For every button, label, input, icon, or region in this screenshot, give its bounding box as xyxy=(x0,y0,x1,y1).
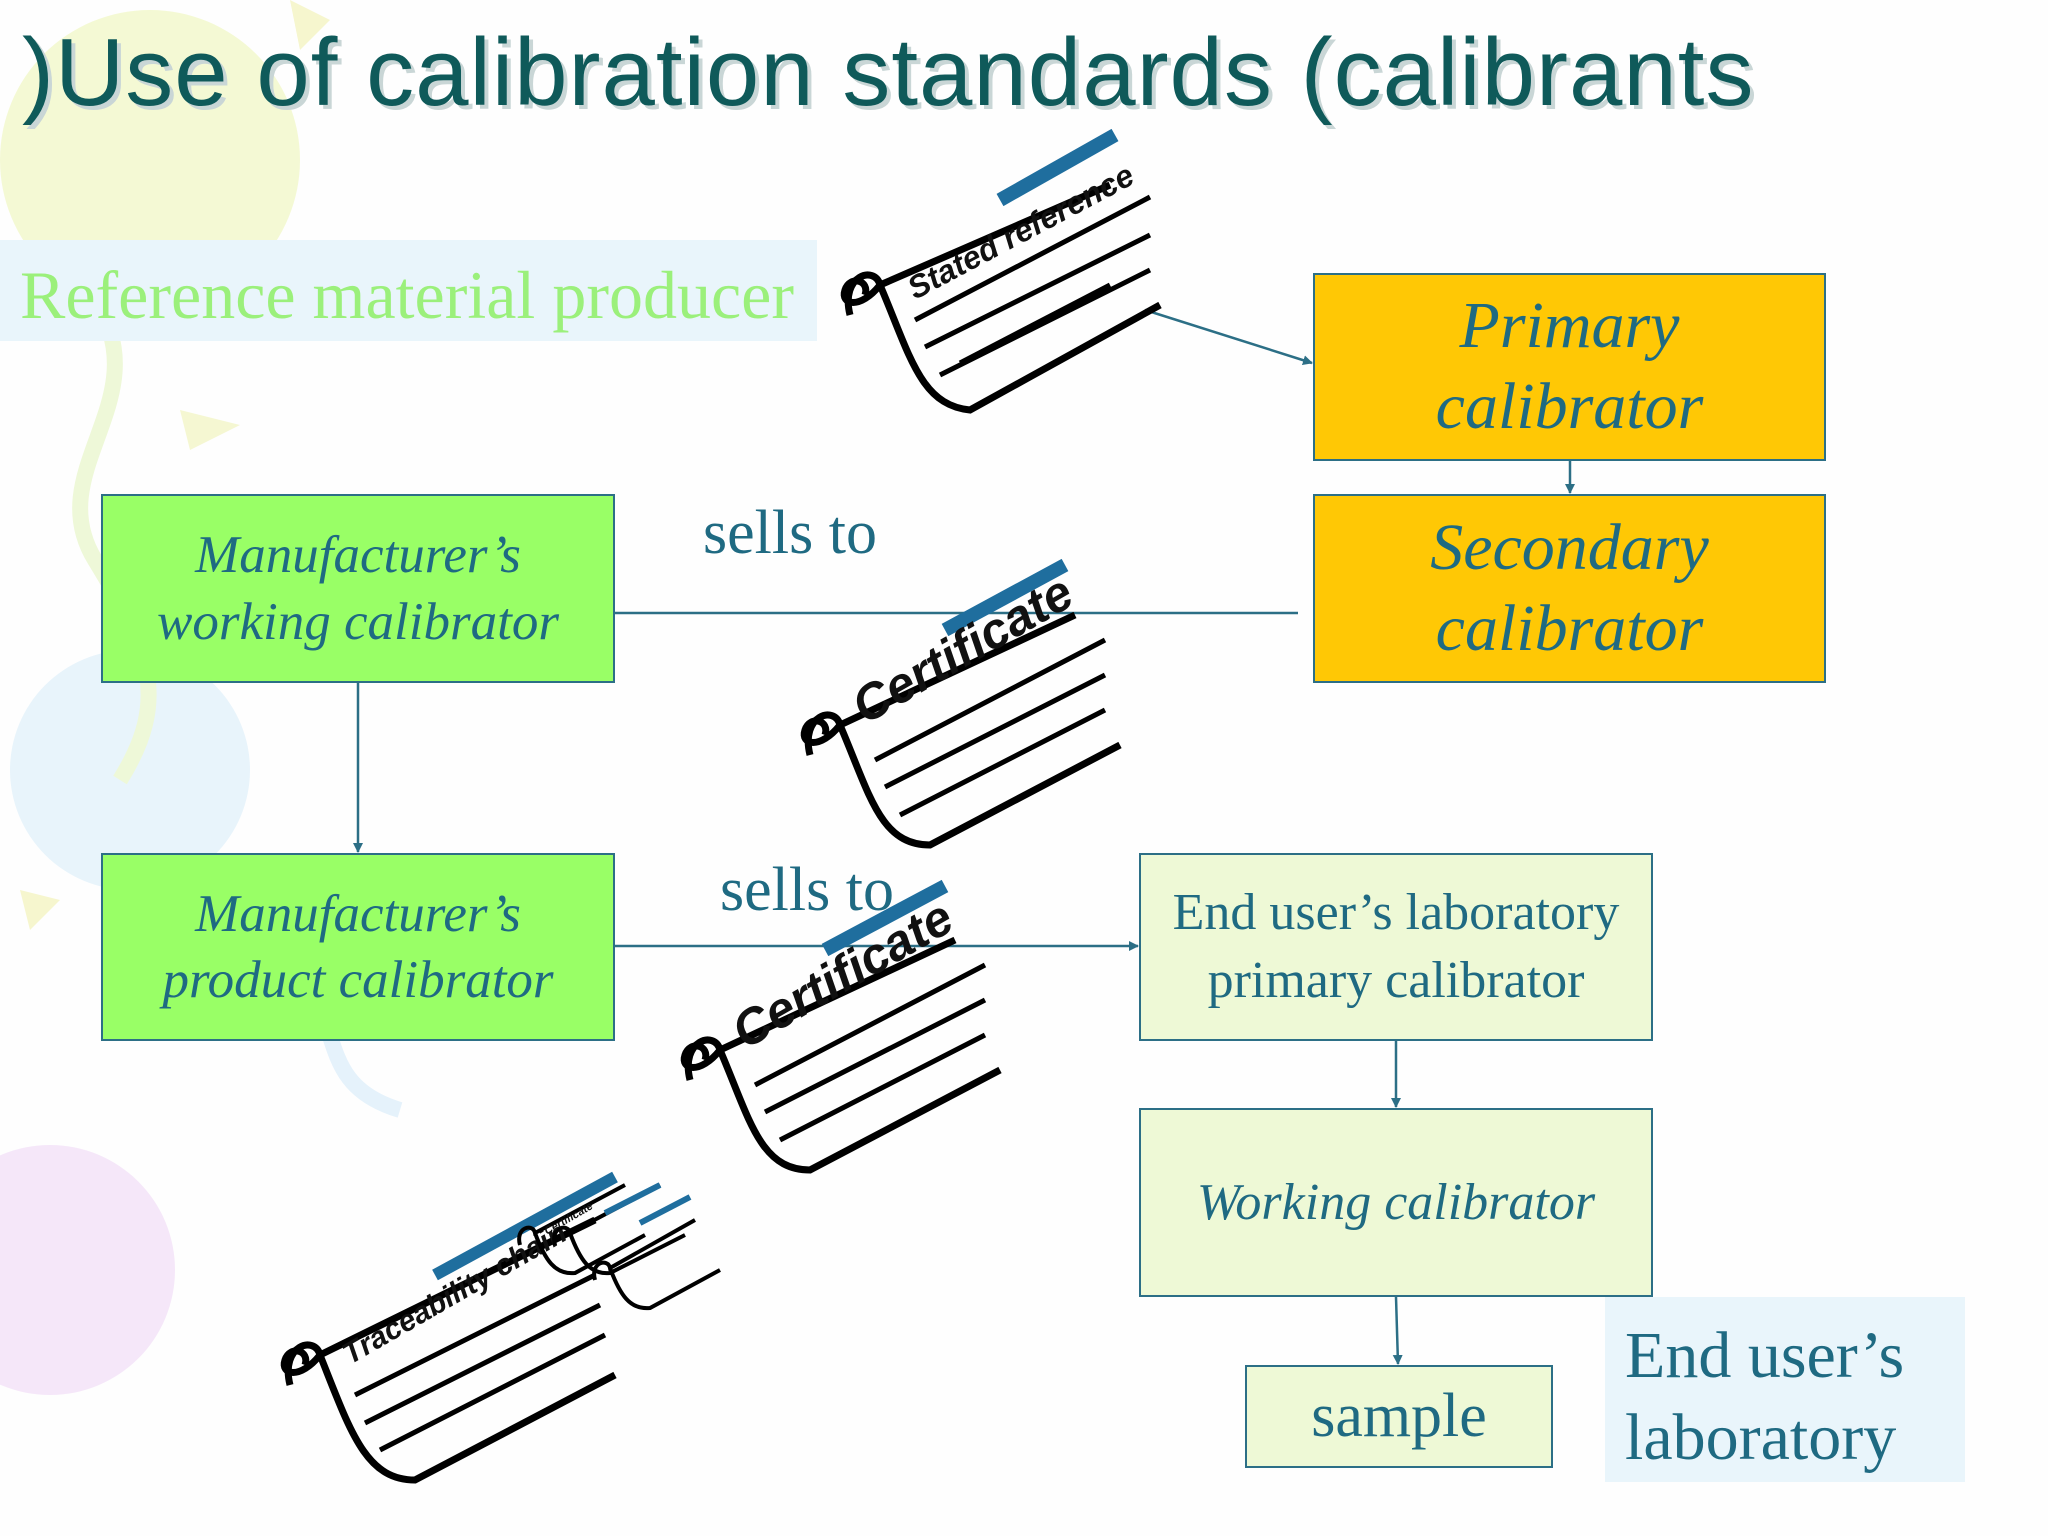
mfr-working-calibrator-box: Manufacturer’s working calibrator xyxy=(101,494,615,683)
sample-box: sample xyxy=(1245,1365,1553,1468)
end-user-primary-calibrator-label: End user’s laboratory primary calibrator xyxy=(1172,884,1620,1009)
secondary-calibrator-box: Secondary calibrator xyxy=(1313,494,1826,683)
primary-calibrator-box: Primary calibrator xyxy=(1313,273,1826,461)
certificate-text-2: Certificate xyxy=(723,889,963,1060)
traceability-chain-scroll-icon: Traceability chain Certificate xyxy=(280,1171,721,1484)
certificate-text-1: Certificate xyxy=(843,564,1083,735)
sells-to-label-2: sells to xyxy=(720,856,894,924)
arrow-reference-to-primary xyxy=(1144,308,1313,366)
secondary-calibrator-label: Secondary calibrator xyxy=(1430,510,1709,665)
stated-reference-scroll-icon: Stated reference xyxy=(840,128,1162,414)
producer-band: Reference material producer xyxy=(0,240,817,341)
certificate-scroll-icon-2: Certificate xyxy=(680,879,1002,1174)
end-user-band: End user’s laboratory xyxy=(1605,1297,1965,1482)
end-user-primary-calibrator-box: End user’s laboratory primary calibrator xyxy=(1139,853,1653,1041)
mfr-product-calibrator-label: Manufacturer’s product calibrator xyxy=(162,884,554,1009)
primary-calibrator-label: Primary calibrator xyxy=(1435,289,1704,443)
arrow-working-to-sample xyxy=(1392,1296,1403,1365)
confetti-2 xyxy=(20,890,60,930)
producer-label: Reference material producer xyxy=(20,257,794,333)
sells-to-label-1: sells to xyxy=(703,499,877,567)
slide-title: )Use of calibration standards (calibrant… xyxy=(22,19,1755,126)
working-calibrator-label: Working calibrator xyxy=(1196,1174,1596,1231)
mfr-product-calibrator-box: Manufacturer’s product calibrator xyxy=(101,853,615,1041)
working-calibrator-box: Working calibrator xyxy=(1139,1108,1653,1297)
stated-reference-text: Stated reference xyxy=(901,157,1139,307)
sample-label: sample xyxy=(1311,1381,1487,1450)
certificate-scroll-icon-1: Certificate xyxy=(800,558,1122,849)
end-user-label: End user’s laboratory xyxy=(1625,1319,1905,1474)
confetti-1 xyxy=(180,410,240,450)
balloon-purple xyxy=(0,1145,175,1395)
mfr-working-calibrator-label: Manufacturer’s working calibrator xyxy=(157,526,559,651)
